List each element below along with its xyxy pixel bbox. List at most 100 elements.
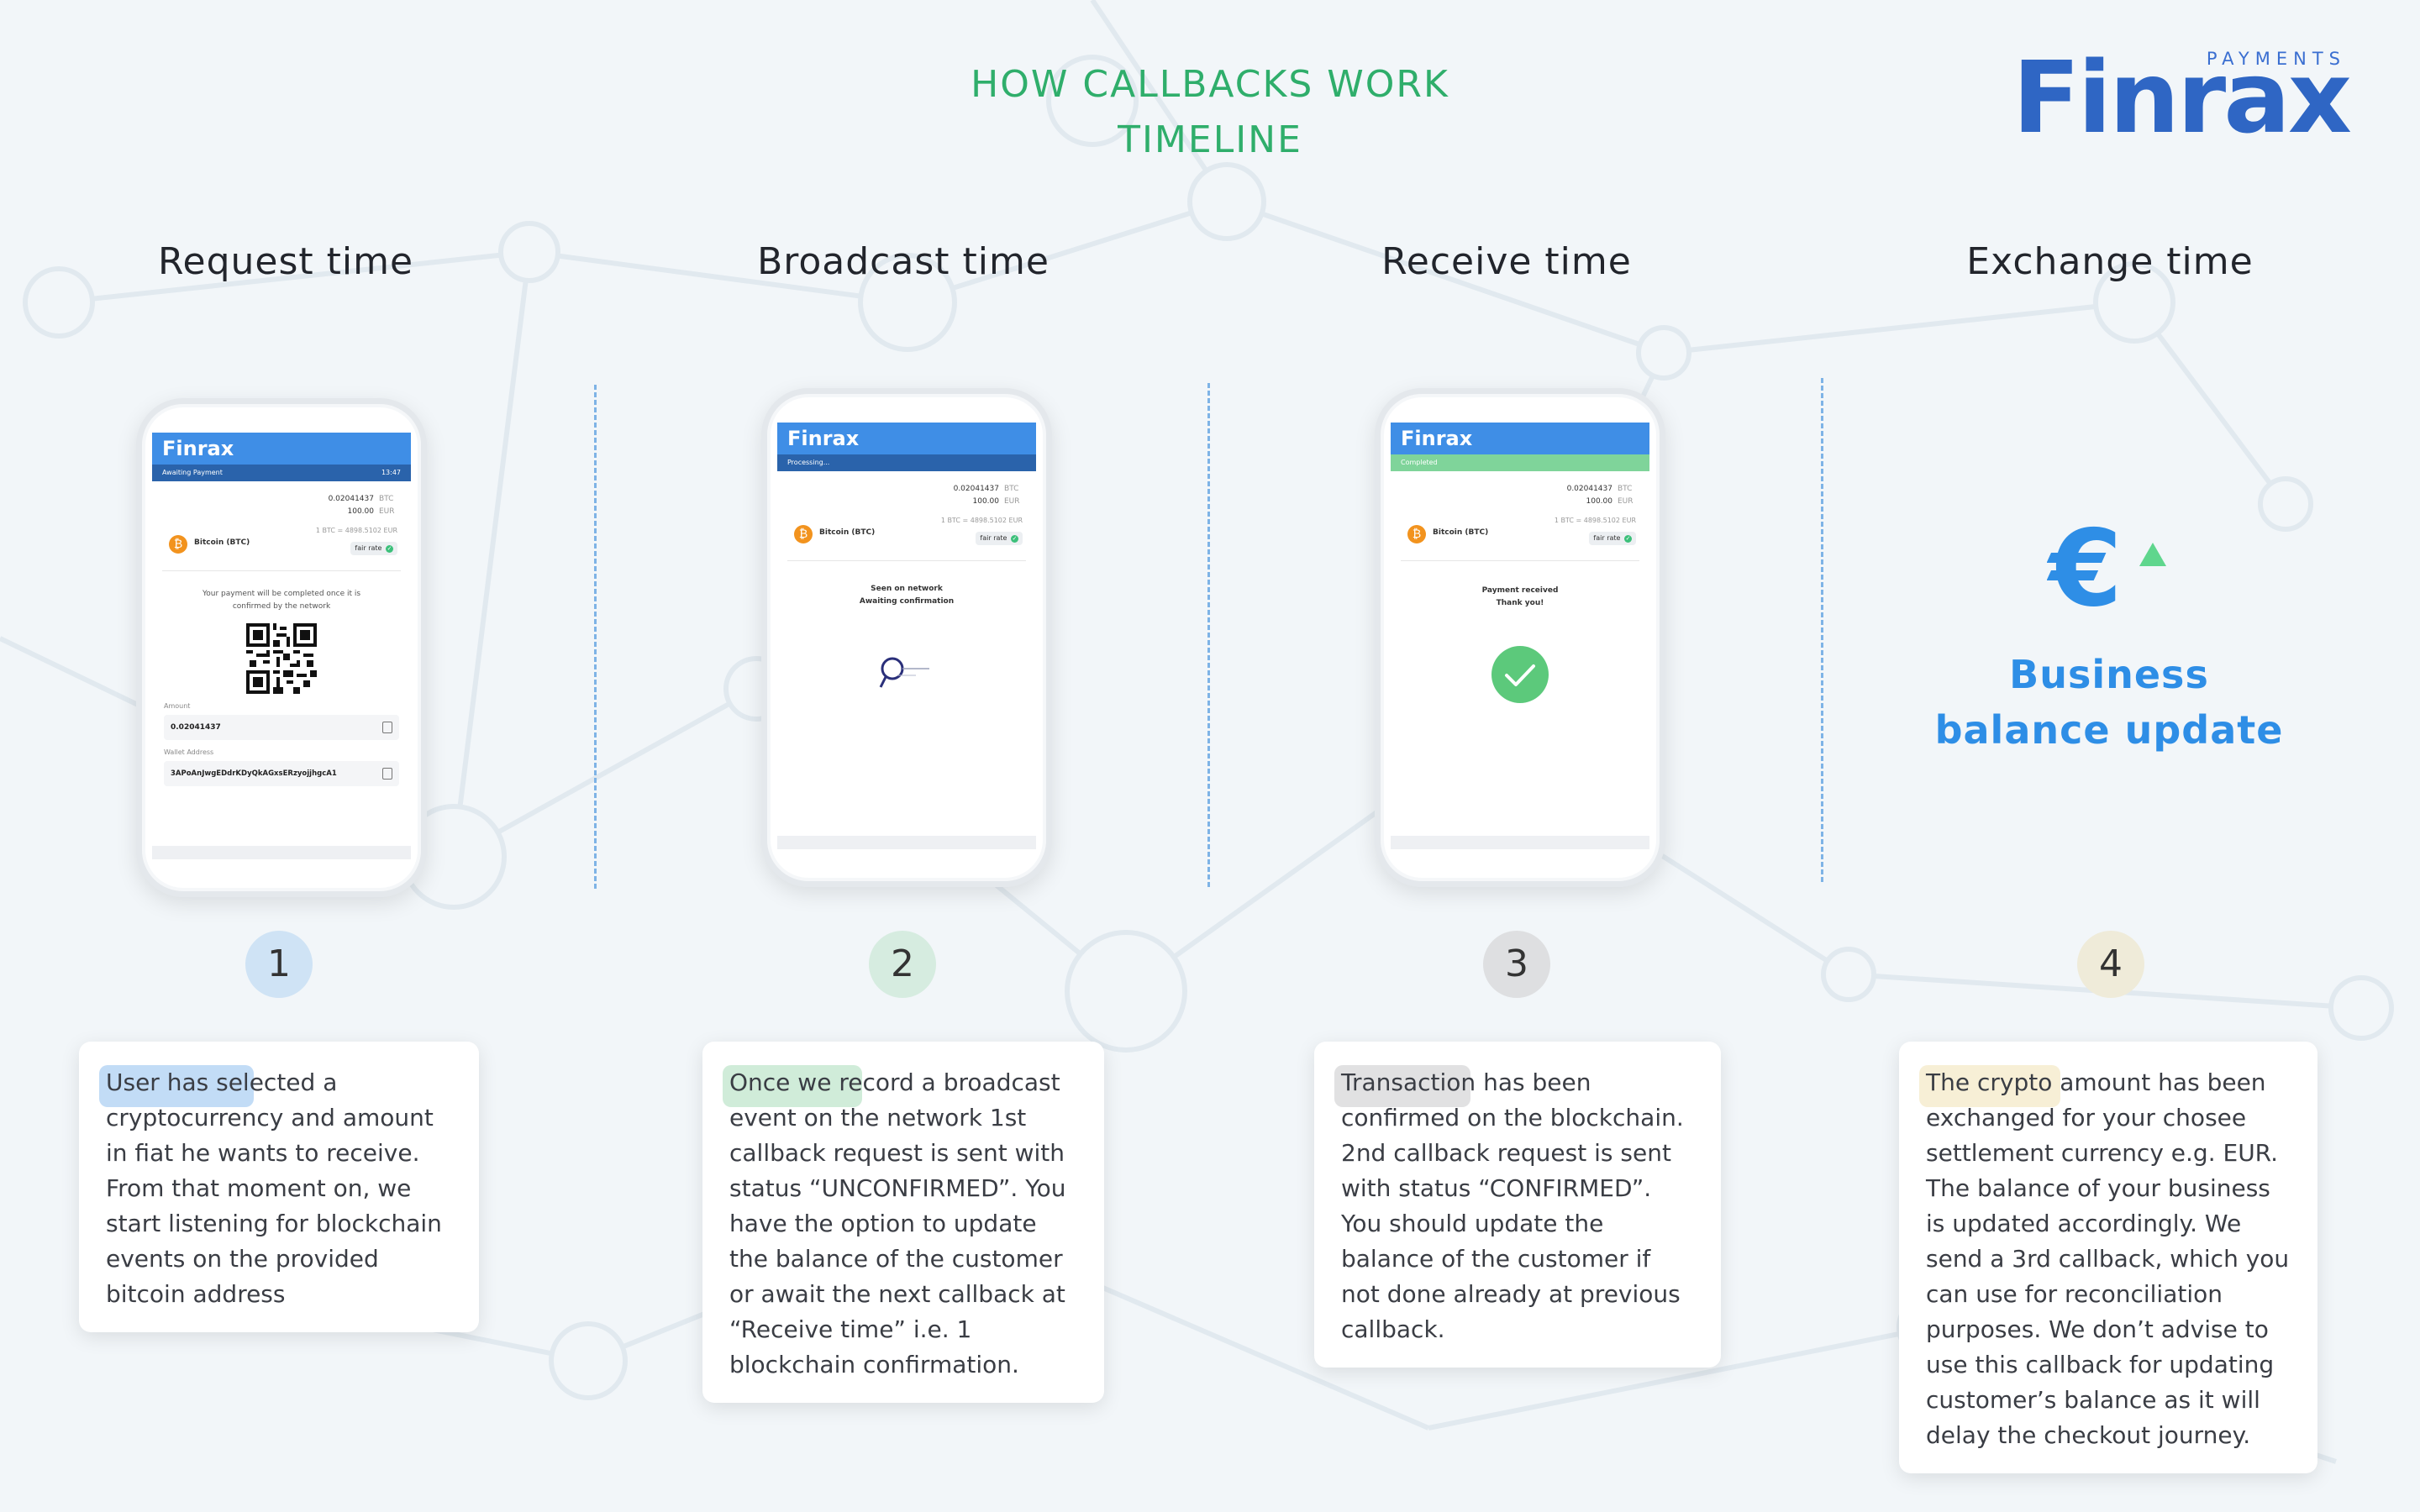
status-text: Awaiting Payment bbox=[162, 469, 223, 476]
card-text: The crypto amount has been exchanged for… bbox=[1926, 1068, 2290, 1449]
btc-amount: 0.02041437 bbox=[328, 495, 374, 503]
btc-amount: 0.02041437 bbox=[953, 485, 999, 493]
business-line-2: balance update bbox=[1934, 707, 2284, 753]
completed-line-2: Thank you! bbox=[1496, 599, 1544, 607]
amount-field: 0.02041437 bbox=[164, 715, 399, 740]
stage-card-exchange: The crypto amount has been exchanged for… bbox=[1899, 1042, 2317, 1473]
btc-amount: 0.02041437 bbox=[1566, 485, 1612, 493]
stage-card-request: User has selected a cryptocurrency and a… bbox=[79, 1042, 479, 1332]
copy-icon[interactable] bbox=[382, 722, 392, 733]
success-check-icon bbox=[1491, 646, 1549, 703]
phone-status-bar: Processing... bbox=[777, 454, 1036, 471]
fair-rate-badge: fair rate ✓ bbox=[350, 542, 397, 555]
step-1: 1 bbox=[245, 931, 313, 998]
coin-name: Bitcoin (BTC) bbox=[819, 528, 876, 537]
completed-message: Payment received Thank you! bbox=[1391, 561, 1649, 610]
divider-3 bbox=[1821, 378, 1823, 882]
fair-rate-label: fair rate bbox=[1593, 534, 1621, 542]
logo-subtitle: PAYMENTS bbox=[2206, 49, 2346, 69]
fiat-currency: EUR bbox=[1004, 497, 1020, 506]
card-text: User has selected a cryptocurrency and a… bbox=[106, 1068, 442, 1308]
coin-name: Bitcoin (BTC) bbox=[1433, 528, 1489, 537]
step-4: 4 bbox=[2077, 931, 2144, 998]
btc-currency: BTC bbox=[379, 495, 394, 503]
check-icon: ✓ bbox=[386, 545, 393, 553]
fiat-amount: 100.00 bbox=[1586, 497, 1613, 506]
coin-row: ₿ Bitcoin (BTC) 1 BTC = 4898.5102 EUR fa… bbox=[1401, 517, 1639, 561]
amount-summary: 0.02041437 BTC 100.00 EUR bbox=[777, 471, 1036, 508]
fair-rate-label: fair rate bbox=[355, 544, 382, 552]
text-highlight bbox=[723, 1065, 862, 1107]
stage-title-receive: Receive time bbox=[1381, 240, 1632, 283]
copy-icon[interactable] bbox=[382, 768, 392, 780]
stage-title-exchange: Exchange time bbox=[1966, 240, 2254, 283]
amount-value: 0.02041437 bbox=[171, 723, 221, 732]
payment-note-line-1: Your payment will be completed once it i… bbox=[202, 590, 361, 598]
divider-2 bbox=[1207, 383, 1210, 887]
bitcoin-icon: ₿ bbox=[169, 535, 187, 554]
phone-footer bbox=[152, 846, 411, 859]
payment-note: Your payment will be completed once it i… bbox=[152, 571, 411, 613]
check-icon: ✓ bbox=[1011, 535, 1018, 543]
check-icon: ✓ bbox=[1624, 535, 1632, 543]
fiat-amount: 100.00 bbox=[972, 497, 1000, 506]
divider-1 bbox=[594, 385, 597, 889]
fair-rate-label: fair rate bbox=[980, 534, 1007, 542]
phone-processing: Finrax Processing... 0.02041437 BTC 100.0… bbox=[761, 388, 1052, 887]
phone-awaiting-payment: Finrax Awaiting Payment 13:47 0.02041437… bbox=[136, 398, 427, 897]
exchange-rate: 1 BTC = 4898.5102 EUR bbox=[1554, 517, 1636, 524]
qr-code-icon bbox=[246, 623, 317, 694]
card-text: Once we record a broadcast event on the … bbox=[729, 1068, 1066, 1378]
fair-rate-badge: fair rate ✓ bbox=[976, 532, 1023, 545]
step-3: 3 bbox=[1483, 931, 1550, 998]
status-text: Processing... bbox=[787, 459, 830, 466]
business-line-1: Business bbox=[2009, 652, 2209, 697]
title-line-1: HOW CALLBACKS WORK bbox=[971, 63, 1449, 106]
euro-icon: € bbox=[2047, 512, 2166, 622]
bitcoin-icon: ₿ bbox=[794, 525, 813, 543]
processing-line-1: Seen on network bbox=[871, 585, 943, 593]
text-highlight bbox=[1334, 1065, 1470, 1107]
processing-line-2: Awaiting confirmation bbox=[859, 597, 955, 606]
fair-rate-badge: fair rate ✓ bbox=[1589, 532, 1636, 545]
phone-brand: Finrax bbox=[152, 433, 411, 465]
status-text: Completed bbox=[1401, 459, 1438, 466]
payment-note-line-2: confirmed by the network bbox=[232, 602, 331, 611]
card-text: Transaction has been confirmed on the bl… bbox=[1341, 1068, 1684, 1343]
finrax-logo: Finrax PAYMENTS bbox=[2012, 44, 2352, 148]
phone-screen: Finrax Processing... 0.02041437 BTC 100.0… bbox=[777, 423, 1036, 849]
coin-name: Bitcoin (BTC) bbox=[194, 538, 250, 547]
stage-card-broadcast: Once we record a broadcast event on the … bbox=[702, 1042, 1104, 1403]
bitcoin-icon: ₿ bbox=[1407, 525, 1426, 543]
fiat-amount: 100.00 bbox=[347, 507, 375, 516]
fiat-currency: EUR bbox=[379, 507, 395, 516]
phone-brand: Finrax bbox=[1391, 423, 1649, 454]
phone-footer bbox=[1391, 836, 1649, 849]
step-2: 2 bbox=[869, 931, 936, 998]
coin-row: ₿ Bitcoin (BTC) 1 BTC = 4898.5102 EUR fa… bbox=[162, 527, 401, 571]
fiat-currency: EUR bbox=[1618, 497, 1634, 506]
logo-word: Finrax bbox=[2012, 39, 2352, 155]
completed-line-1: Payment received bbox=[1481, 586, 1559, 595]
wallet-field: 3APoAnJwgEDdrKDyQkAGxsERzyojjhgcA1 bbox=[164, 761, 399, 786]
exchange-rate: 1 BTC = 4898.5102 EUR bbox=[315, 527, 397, 534]
amount-summary: 0.02041437 BTC 100.00 EUR bbox=[152, 481, 411, 518]
coin-row: ₿ Bitcoin (BTC) 1 BTC = 4898.5102 EUR fa… bbox=[787, 517, 1026, 561]
phone-status-bar: Completed bbox=[1391, 454, 1649, 471]
stage-card-receive: Transaction has been confirmed on the bl… bbox=[1314, 1042, 1721, 1368]
stage-title-broadcast: Broadcast time bbox=[757, 240, 1050, 283]
phone-status-bar: Awaiting Payment 13:47 bbox=[152, 465, 411, 481]
search-magnifier-icon bbox=[879, 657, 929, 688]
btc-currency: BTC bbox=[1004, 485, 1019, 493]
business-balance-update: Business balance update bbox=[1882, 647, 2336, 758]
status-time: 13:47 bbox=[381, 469, 401, 476]
wallet-value: 3APoAnJwgEDdrKDyQkAGxsERzyojjhgcA1 bbox=[171, 769, 337, 778]
phone-footer bbox=[777, 836, 1036, 849]
amount-label: Amount bbox=[164, 702, 191, 710]
exchange-rate: 1 BTC = 4898.5102 EUR bbox=[940, 517, 1023, 524]
phone-brand: Finrax bbox=[777, 423, 1036, 454]
stage-title-request: Request time bbox=[157, 240, 414, 283]
